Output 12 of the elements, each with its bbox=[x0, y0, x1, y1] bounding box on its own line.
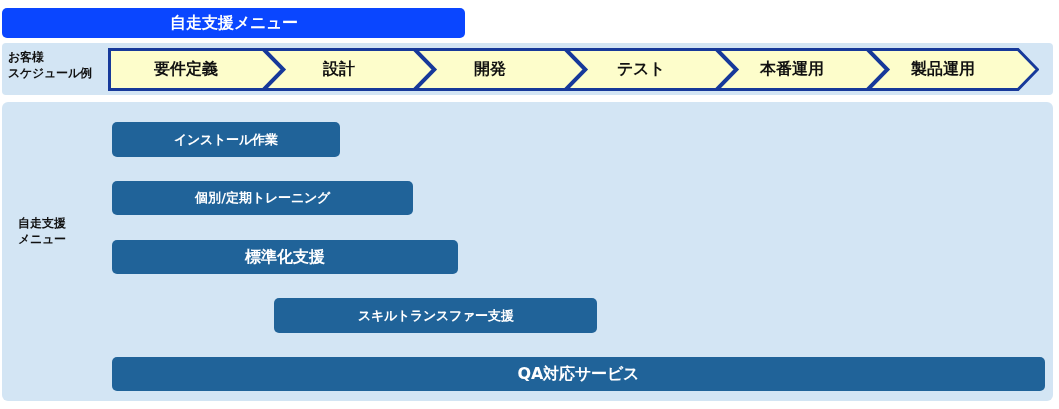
row-label: お客様スケジュール例 bbox=[8, 49, 93, 81]
section-band bbox=[2, 43, 1053, 95]
service-bar: QA対応サービス bbox=[112, 357, 1045, 391]
phase-step: 要件定義 bbox=[108, 48, 284, 91]
service-bar: スキルトランスファー支援 bbox=[274, 298, 597, 333]
row-label: 自走支援メニュー bbox=[18, 215, 67, 247]
phase-step: 製品運用 bbox=[867, 48, 1039, 91]
service-bar: 個別/定期トレーニング bbox=[112, 181, 413, 215]
service-bar: インストール作業 bbox=[112, 122, 340, 157]
title-banner: 自走支援メニュー bbox=[2, 8, 465, 38]
section-band bbox=[2, 102, 1053, 401]
service-bar: 標準化支援 bbox=[112, 240, 458, 274]
